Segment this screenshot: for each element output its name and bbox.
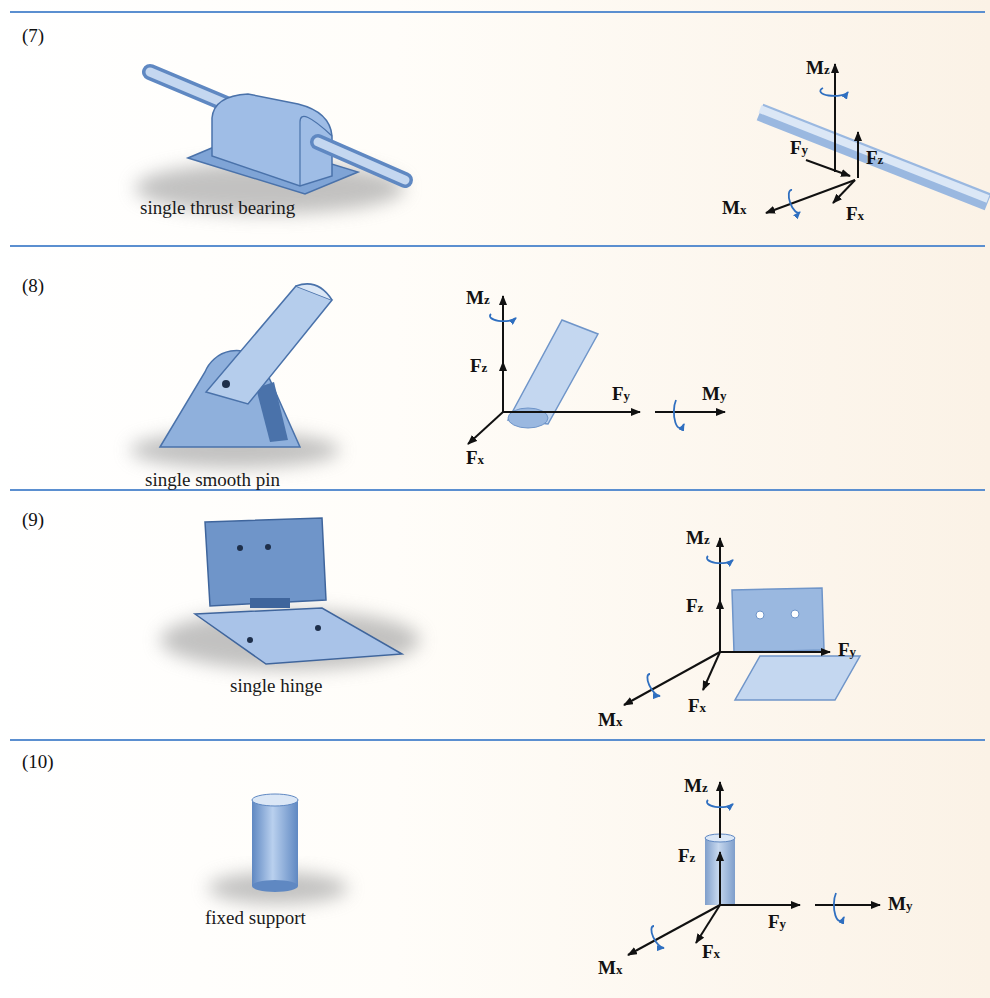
smooth-pin-figure [222, 380, 230, 388]
moment-curl [490, 314, 516, 321]
panel-divider [10, 12, 985, 740]
reaction-label: Fy [612, 384, 630, 405]
reaction-label: Fy [838, 640, 856, 661]
reaction-label: Mx [722, 198, 746, 219]
free-body-shaft [760, 109, 988, 199]
hinge-figure [315, 625, 321, 631]
reaction-arrow [719, 852, 721, 905]
reaction-arrow [503, 411, 640, 413]
reaction-arrow [834, 64, 836, 172]
reaction-label: Mz [466, 288, 490, 309]
moment-curl [647, 674, 660, 696]
reaction-arrow [655, 411, 725, 413]
moment-curl [651, 926, 664, 948]
reaction-label: Fz [686, 596, 703, 617]
reaction-arrow [719, 782, 721, 838]
support-caption: single smooth pin [145, 470, 280, 491]
reaction-arrow [720, 651, 830, 653]
free-body-hinge [735, 656, 860, 700]
support-caption: single hinge [230, 676, 322, 697]
moment-curl [834, 893, 844, 921]
panel-number: (9) [22, 510, 44, 531]
panel-number: (7) [22, 26, 44, 47]
reaction-arrow [857, 132, 859, 178]
reaction-arrow [806, 160, 850, 176]
fixed-support-figure [252, 880, 298, 892]
moment-curl [707, 556, 733, 563]
reaction-arrow [719, 538, 721, 600]
reaction-arrow [502, 296, 504, 362]
reaction-label: Fz [678, 846, 695, 867]
reaction-label: Fz [470, 356, 487, 377]
panel-divider [10, 11, 985, 13]
support-caption: single thrust bearing [140, 198, 295, 219]
panel-divider [10, 739, 985, 741]
hinge-figure [265, 544, 271, 550]
free-body-shaft [760, 109, 988, 202]
reaction-label: Mx [598, 958, 622, 979]
moment-curl [674, 400, 684, 428]
hinge-figure [247, 637, 253, 643]
free-body-hinge [756, 611, 764, 619]
reaction-arrow [815, 904, 880, 906]
fixed-support-figure [208, 794, 348, 904]
moment-curl [490, 314, 684, 428]
thrust-bearing-figure [318, 142, 405, 180]
reaction-arrow [468, 296, 725, 444]
fixed-support-figure [252, 794, 298, 806]
reaction-label: Mz [684, 776, 708, 797]
reaction-arrow [720, 904, 800, 906]
smooth-pin-figure [256, 382, 288, 442]
reaction-arrow [766, 180, 855, 213]
reaction-arrow [502, 362, 504, 412]
reaction-label: Mx [598, 710, 622, 731]
free-body-hinge [732, 588, 860, 700]
smooth-pin-figure [206, 286, 332, 404]
reaction-arrow [624, 538, 830, 705]
hinge-figure [237, 545, 243, 551]
reaction-label: My [702, 384, 726, 405]
reaction-label: My [888, 894, 912, 915]
moment-curl [647, 556, 733, 696]
reaction-label: Fy [768, 912, 786, 933]
fixed-support-figure [252, 800, 298, 886]
free-body-hinge [732, 588, 824, 652]
hinge-figure [205, 518, 326, 606]
hinge-figure [195, 608, 402, 664]
reaction-label: Fz [866, 148, 883, 169]
moment-curl [707, 800, 733, 807]
reaction-label: Mz [806, 58, 830, 79]
panel-number: (10) [22, 752, 54, 773]
reaction-arrow [719, 600, 721, 652]
reaction-arrow [628, 782, 880, 955]
panel-divider [10, 245, 985, 247]
moment-curl [789, 190, 800, 213]
hinge-figure [160, 518, 420, 670]
thrust-bearing-figure [318, 142, 405, 180]
smooth-pin-figure [296, 284, 332, 300]
reaction-label: Fy [790, 138, 808, 159]
hinge-figure [250, 598, 290, 608]
support-caption: fixed support [205, 908, 306, 929]
free-body-column [705, 834, 735, 905]
reaction-label: Fx [688, 696, 706, 717]
reaction-arrow [468, 412, 503, 444]
smooth-pin-figure [130, 284, 340, 468]
reaction-label: Fx [702, 942, 720, 963]
thrust-bearing-figure [135, 72, 405, 214]
panel-number: (8) [22, 276, 44, 297]
reaction-label: Fx [466, 448, 484, 469]
reaction-arrow [766, 64, 858, 213]
moment-curl [820, 88, 848, 96]
reaction-arrow [624, 652, 720, 705]
reaction-label: Fx [846, 204, 864, 225]
free-body-column [705, 838, 735, 905]
moment-curl [789, 88, 848, 213]
moment-curl [651, 800, 844, 948]
free-body-hinge [791, 610, 799, 618]
reaction-label: Mz [686, 528, 710, 549]
